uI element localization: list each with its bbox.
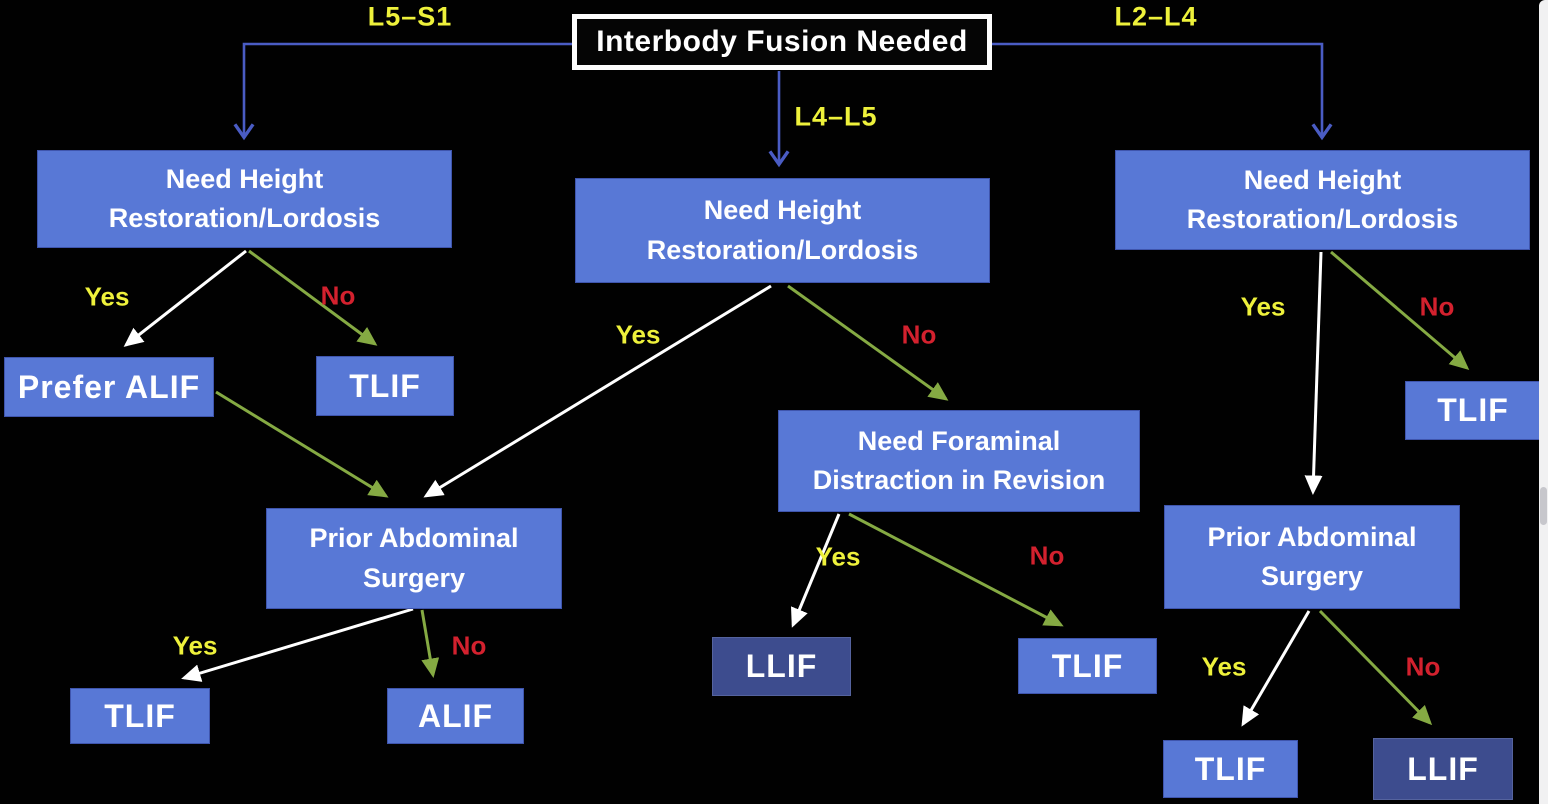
edge-label-no-pas-right: No xyxy=(1405,651,1441,682)
node-alif-pas-left-no: ALIF xyxy=(387,688,524,744)
node-tlif-pas-left-yes: TLIF xyxy=(70,688,210,744)
node-label: TLIF xyxy=(104,697,176,734)
arrow-foraminal-yes xyxy=(791,513,841,628)
node-tlif-pas-right-yes: TLIF xyxy=(1163,740,1298,798)
node-prior-abdominal-left: Prior Abdominal Surgery xyxy=(266,508,562,609)
node-label: Prior Abdominal Surgery xyxy=(309,523,519,593)
node-label: LLIF xyxy=(745,648,818,685)
scrollbar-thumb[interactable] xyxy=(1540,487,1547,525)
arrow-pas-right-yes xyxy=(1241,610,1311,727)
node-need-height-center: Need Height Restoration/Lordosis xyxy=(575,178,990,283)
node-llif-pas-right-no: LLIF xyxy=(1373,738,1513,800)
edge-label-no-left: No xyxy=(320,280,356,311)
node-label: LLIF xyxy=(1407,750,1479,787)
node-label: Prior Abdominal Surgery xyxy=(1207,521,1417,591)
node-prior-abdominal-right: Prior Abdominal Surgery xyxy=(1164,505,1460,609)
arrow-preferalif-to-pas xyxy=(215,390,389,498)
arrow-right-no xyxy=(1330,250,1470,370)
arrow-left-yes xyxy=(123,249,247,347)
node-label: TLIF xyxy=(349,367,421,404)
edge-label-yes-pas-left: Yes xyxy=(172,630,218,661)
edge-label-no-foraminal: No xyxy=(1029,540,1065,571)
arrow-left-no xyxy=(248,249,378,346)
node-need-height-left: Need Height Restoration/Lordosis xyxy=(37,150,452,248)
edge-label-no-center: No xyxy=(901,319,937,350)
node-label: TLIF xyxy=(1437,392,1509,429)
node-tlif-left-no: TLIF xyxy=(316,356,454,416)
arrow-center-yes xyxy=(423,284,772,498)
node-label: ALIF xyxy=(417,697,494,734)
connector-title-to-right xyxy=(992,42,1322,136)
connector-title-to-left xyxy=(244,42,572,136)
edge-label-no-right: No xyxy=(1419,291,1455,322)
arrow-right-yes xyxy=(1304,251,1323,495)
node-label: Need Height Restoration/Lordosis xyxy=(108,163,381,233)
node-label: TLIF xyxy=(1051,647,1124,684)
node-label: Need Height Restoration/Lordosis xyxy=(646,195,919,265)
edge-label-yes-center: Yes xyxy=(615,319,661,350)
node-need-foraminal-distraction: Need Foraminal Distraction in Revision xyxy=(778,410,1140,512)
arrow-pas-left-no xyxy=(420,609,440,678)
arrow-center-no xyxy=(787,284,949,401)
node-label: Prefer ALIF xyxy=(17,368,201,405)
arrow-pas-left-yes xyxy=(181,607,414,682)
node-label: Need Foraminal Distraction in Revision xyxy=(812,425,1106,495)
edge-label-no-pas-left: No xyxy=(451,630,487,661)
node-need-height-right: Need Height Restoration/Lordosis xyxy=(1115,150,1530,250)
node-tlif-foraminal-no: TLIF xyxy=(1018,638,1157,694)
edge-label-yes-right: Yes xyxy=(1240,291,1286,322)
node-tlif-right-no: TLIF xyxy=(1405,381,1541,440)
node-label: TLIF xyxy=(1194,750,1267,787)
node-label: Interbody Fusion Needed xyxy=(596,25,968,59)
branch-label-l2l4: L2–L4 xyxy=(1114,1,1198,32)
edge-label-yes-pas-right: Yes xyxy=(1201,651,1247,682)
node-llif-foraminal-yes: LLIF xyxy=(712,637,851,696)
edge-label-yes-left: Yes xyxy=(84,281,130,312)
branch-label-l5s1: L5–S1 xyxy=(367,1,453,32)
edge-label-yes-foraminal: Yes xyxy=(815,541,861,572)
scrollbar-track[interactable] xyxy=(1539,0,1548,804)
branch-label-l4l5: L4–L5 xyxy=(794,101,878,132)
node-prefer-alif: Prefer ALIF xyxy=(4,357,214,417)
arrow-foraminal-no xyxy=(848,512,1064,627)
node-interbody-fusion-needed: Interbody Fusion Needed xyxy=(572,14,992,70)
node-label: Need Height Restoration/Lordosis xyxy=(1186,164,1459,234)
arrow-pas-right-no xyxy=(1318,609,1433,726)
